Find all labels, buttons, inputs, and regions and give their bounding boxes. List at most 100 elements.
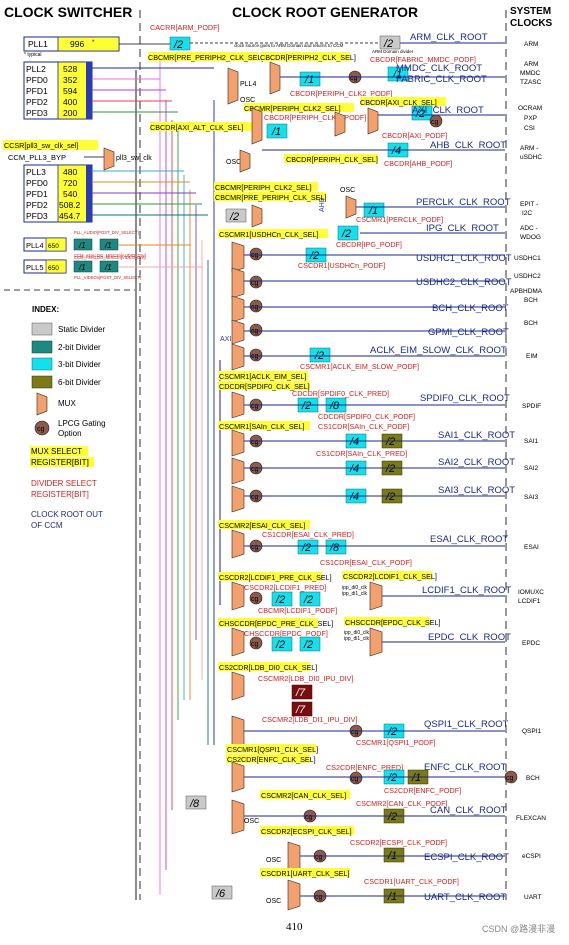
root-mmdc: MMDC_CLK_ROOT	[396, 63, 482, 74]
ccsr-label: CCSR[pll3_sw_clk_sel]	[4, 141, 78, 150]
sys-csi: CSI	[524, 125, 535, 132]
root-fabric: FABRIC_CLK_ROOT	[396, 74, 487, 85]
reg-chsccdr-epdc-clk: CHSCCDR[EPDC_CLK_SEL]	[345, 618, 440, 627]
osc-label-can: OSC	[244, 818, 259, 825]
reg-cscmr1-sai-sel: CSCMR1[SAIn_CLK_SEL]	[219, 422, 305, 431]
mux-enfc	[231, 761, 245, 793]
div-fabric-label: /1	[392, 69, 402, 81]
domain-note: clock source goes to ARM Domain and retu…	[234, 43, 344, 48]
mux-spdif	[231, 391, 245, 419]
reg-cacrr: CACRR[ARM_PODF]	[150, 23, 220, 32]
root-bch: BCH_CLK_ROOT	[432, 303, 509, 314]
root-ahb: AHB_CLK_ROOT	[430, 140, 506, 151]
cg-aclk-label: cg	[251, 353, 259, 360]
root-spdif: SPDIF0_CLK_ROOT	[420, 393, 510, 404]
reg-chsccdr-epdc-pre: CHSCCDR[EPDC_PRE_CLK_SEL]	[219, 619, 333, 628]
div-qspi-label: /2	[387, 726, 397, 738]
reg-cbcdr-periph2-podf: CBCDR[PERIPH_CLK2_PODF]	[264, 113, 366, 122]
mux-qspi	[231, 715, 245, 749]
source-bus-lines	[135, 60, 221, 900]
osc-label-3: OSC	[340, 187, 355, 194]
pll1-value: 996	[70, 39, 84, 49]
div-spdif-a-label: /2	[301, 400, 311, 412]
sys-arm: ARM	[524, 41, 538, 48]
sys-flexcan: FLEXCAN	[516, 815, 546, 822]
root-usdhc2: USDHC2_CLK_ROOT	[416, 277, 512, 288]
reg-cscmr2-can-podf: CSCMR2[CAN_CLK_PODF]	[356, 799, 447, 808]
pll1-block: PLL1 996 * * typical	[23, 36, 120, 58]
pll5-div2: /1	[104, 263, 112, 272]
mux-sai2	[231, 457, 245, 485]
reg-cscmr1-qspi-podf: CSCMR1[QSPI1_PODF]	[356, 738, 435, 747]
pll4-block: PLL4 650 /1 /1 PLL_AUDIO[POST_DIV_SELECT…	[23, 230, 146, 258]
pll4-sel1: PLL_AUDIO[POST_DIV_SELECT]	[74, 230, 139, 235]
ipp-di0-label-1: ipp_di0_clk	[342, 585, 368, 591]
root-ipg: IPG_CLK_ROOT	[426, 223, 499, 234]
reg-cdcdr-spdif-sel: CDCDR[SPDIF0_CLK_SEL]	[219, 382, 310, 391]
cg-gpmi-label: cg	[251, 328, 259, 335]
sys-tzasc: TZASC	[520, 79, 542, 86]
sys-arm-ahb: ARM -	[520, 145, 538, 152]
div-uart-label: /1	[387, 891, 397, 903]
mux-aclk-eim	[231, 343, 245, 371]
pll5-sel1: CCM_ANALOG_MISC2n[VIDEO_DIV]	[74, 255, 145, 260]
cg-bch-label: cg	[251, 304, 259, 311]
two-bit-divider-swatch	[31, 340, 53, 354]
mux-perclk	[345, 195, 357, 219]
div-axi-label: /2	[415, 108, 425, 120]
div-perclk-label: /1	[368, 205, 378, 217]
pll3-sw-mux	[103, 147, 115, 171]
sys-bch-2: BCH	[524, 320, 538, 327]
legend-6bit: 6-bit Divider	[58, 378, 101, 387]
legend-2bit: 2-bit Divider	[58, 343, 101, 352]
div-sai1-a-label: /4	[349, 436, 359, 448]
div-epdc-b-label: /2	[303, 639, 313, 651]
root-can: CAN_CLK_ROOT	[430, 805, 507, 816]
div-mmdc-label: /1	[304, 74, 314, 86]
mux-uart	[287, 879, 301, 911]
sys-sai3: SAI3	[524, 494, 538, 501]
root-usdhc1: USDHC1_CLK_ROOT	[416, 253, 512, 264]
div-sai3-b-label: /2	[385, 491, 395, 503]
reg-cscmr2-ldb1: CSCMR2[LDB_DI1_IPU_DIV]	[262, 715, 357, 724]
ipp-di0-label-2: ipp_di0_clk	[344, 630, 370, 636]
pll4-label: PLL4	[240, 81, 256, 88]
sys-usdhc: uSDHC	[520, 154, 542, 161]
reg-cbcmr-periph-clk2-a: CBCMR[PERIPH_CLK2_SEL]	[244, 104, 341, 113]
root-enfc: ENFC_CLK_ROOT	[424, 762, 507, 773]
sys-lcdif1: LCDIF1	[518, 598, 541, 605]
legend: INDEX: Static Divider 2-bit Divider 3-bi…	[30, 305, 106, 530]
reg-cscmr2-can-sel: CSCMR2[CAN_CLK_SEL]	[261, 791, 346, 800]
cg-mmdc-label: cg	[350, 75, 358, 82]
pll3-name-0: PLL3	[26, 167, 46, 177]
div-epdc-a-label: /2	[275, 639, 285, 651]
sys-sai1: SAI1	[524, 438, 538, 445]
div-can-label: /2	[387, 811, 397, 823]
arm-domain-note: ARM Domain divider	[372, 49, 414, 54]
legend-3bit: 3-bit Divider	[58, 360, 101, 369]
root-aclk: ACLK_EIM_SLOW_CLK_ROOT	[370, 345, 507, 356]
cg-qspi-label: cg	[351, 729, 359, 736]
pll4-value: 650	[48, 243, 59, 250]
reg-cbcdr-fabric: CBCDR[FABRIC_MMDC_PODF]	[370, 55, 476, 64]
mux-esai	[231, 529, 245, 559]
reg-cscdr2-ecspi-podf: CSCDR2[ECSPI_CLK_PODF]	[350, 838, 447, 847]
div-esai-b-label: /8	[329, 542, 340, 554]
reg-cs1cdr-sai-podf: CS1CDR[SAIn_CLK_PODF]	[318, 422, 409, 431]
root-sai1: SAI1_CLK_ROOT	[438, 430, 515, 441]
pll2-value-1: 352	[63, 75, 77, 85]
reg-cs1cdr-esai-podf: CS1CDR[ESAI_CLK_PODF]	[320, 558, 412, 567]
six-bit-divider-swatch	[31, 375, 53, 389]
pll2-name-3: PFD2	[26, 97, 48, 107]
reg-cscdr1-uart-podf: CSCDR1[UART_CLK_PODF]	[364, 877, 459, 886]
reg-cdcdr-spdif-podf: CDCDR[SPDIF0_CLK_PODF]	[318, 412, 415, 421]
sys-sai2: SAI2	[524, 465, 538, 472]
sys-epdc: EPDC	[522, 640, 540, 647]
cg-ecspi-label: cg	[315, 854, 323, 861]
sys-i2c: I2C	[522, 210, 532, 217]
lpcg-swatch-label: cg	[37, 426, 45, 433]
pll2-name-4: PFD3	[26, 108, 48, 118]
three-bit-divider-swatch	[31, 357, 53, 371]
